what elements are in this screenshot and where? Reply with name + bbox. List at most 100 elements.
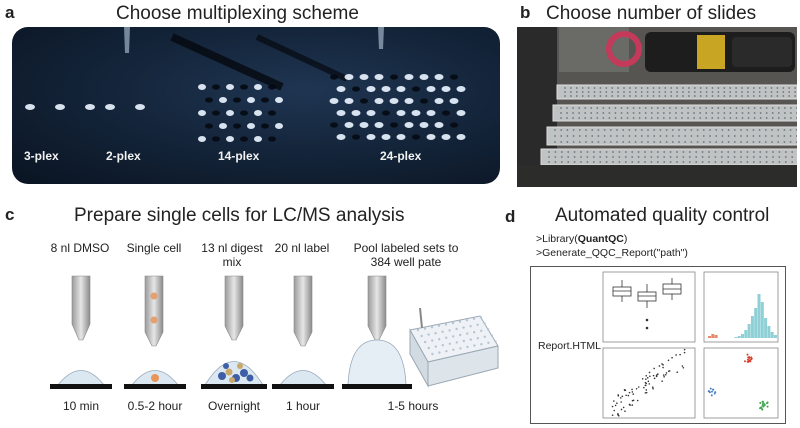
slide-well	[586, 161, 589, 163]
code-suffix: )	[623, 233, 628, 245]
histogram-bar	[767, 326, 771, 338]
slide-well	[727, 135, 730, 137]
slide-well	[758, 87, 761, 89]
slide-well	[772, 151, 774, 153]
slide-well	[765, 107, 768, 109]
slide-well	[715, 141, 718, 143]
slide-well	[653, 135, 656, 137]
slide-well	[711, 117, 714, 119]
slide-well	[587, 95, 590, 97]
plex-label-24: 24-plex	[380, 149, 422, 163]
slide-well	[570, 87, 572, 89]
drop	[366, 86, 376, 92]
slide-well	[699, 87, 702, 89]
slide-well	[752, 129, 755, 131]
scatter-point	[658, 365, 661, 367]
scatter-point	[641, 378, 644, 380]
slide-well	[656, 107, 659, 109]
slide-well	[580, 156, 582, 158]
slide-well	[746, 151, 749, 153]
slide-well	[696, 135, 699, 137]
code-line-2: >Generate_QQC_Report("path")	[536, 247, 688, 259]
plate-well	[469, 338, 472, 341]
plate-well	[427, 346, 430, 350]
panel-d-letter: d	[505, 207, 516, 226]
slide-well	[640, 95, 643, 97]
scatter-point	[645, 374, 648, 377]
slide-well	[782, 91, 785, 93]
slide-well	[764, 87, 767, 89]
slide-well	[675, 112, 677, 114]
drop	[411, 110, 421, 116]
slide-well	[733, 151, 736, 153]
slide-well	[776, 91, 779, 93]
slide-well	[778, 151, 781, 153]
histogram-bar	[774, 335, 777, 338]
slide-well	[676, 95, 678, 97]
slide-well	[632, 112, 635, 114]
slide-well	[644, 156, 646, 158]
slide-well	[596, 107, 599, 109]
slide-well	[688, 161, 691, 163]
slide-well	[784, 161, 787, 163]
drop	[449, 98, 459, 104]
slide-well	[729, 95, 732, 97]
slide-well	[735, 95, 737, 97]
slide-well	[711, 112, 714, 114]
slide-well	[564, 87, 566, 89]
plate-well	[487, 341, 490, 344]
slide-well	[650, 112, 653, 114]
scatter-point	[619, 397, 622, 399]
cluster-scatter	[707, 353, 769, 411]
slide-well	[564, 95, 566, 97]
slide-well	[599, 91, 602, 93]
slide-well	[795, 135, 797, 137]
drop	[275, 97, 283, 103]
slide-well	[634, 87, 637, 89]
drop	[55, 104, 65, 110]
instrument-photo	[517, 27, 797, 187]
slide-well	[783, 107, 786, 109]
slide-well	[599, 151, 602, 153]
slide-well	[723, 87, 726, 89]
step-1-illustration	[50, 275, 112, 389]
slide-well	[758, 91, 761, 93]
slide-well	[629, 91, 631, 93]
slide-well	[676, 91, 678, 93]
slide-well	[638, 107, 641, 109]
histogram-bar	[770, 332, 774, 338]
slide-well	[771, 107, 774, 109]
slide-well	[567, 151, 570, 153]
scatter-point	[652, 386, 654, 388]
slide-well	[708, 156, 710, 158]
slide-well	[789, 141, 792, 143]
empty-well	[205, 97, 213, 103]
slide-well	[709, 135, 711, 137]
plate-well	[445, 336, 448, 339]
well-plate-384-icon	[409, 307, 499, 388]
slide-well	[597, 129, 600, 131]
plate-well	[462, 339, 465, 343]
cell-prep-diagram	[50, 275, 499, 389]
slide-well	[741, 95, 743, 97]
slide-well	[699, 117, 702, 119]
drop	[226, 136, 234, 142]
drop	[396, 86, 406, 92]
slide-well	[586, 156, 589, 158]
cluster-point	[746, 353, 749, 356]
panel-c-letter: c	[5, 205, 15, 224]
slide-well	[593, 95, 596, 97]
slide-well	[637, 156, 640, 158]
slide-well	[602, 107, 605, 109]
drop	[105, 104, 115, 110]
slide-well	[740, 161, 742, 163]
slide-well	[690, 129, 693, 131]
scatter-point	[683, 351, 686, 354]
scatter-point	[617, 414, 620, 417]
slide-well	[662, 117, 665, 119]
slide-well	[599, 95, 602, 97]
slide-well	[740, 135, 742, 137]
slide-well	[784, 151, 787, 153]
empty-well	[330, 122, 338, 128]
slide-well	[585, 129, 587, 131]
